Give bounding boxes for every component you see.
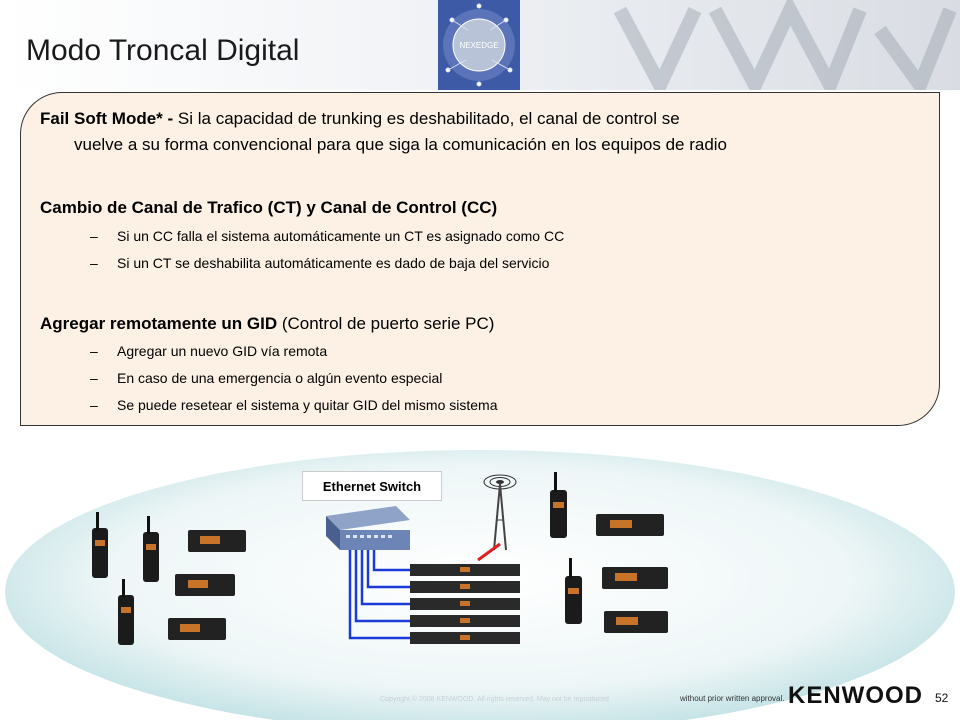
portable-radio-icon (550, 472, 567, 538)
bullet-item: – Agregar un nuevo GID vía remota (90, 341, 327, 361)
fail-soft-heading: Fail Soft Mode* - (40, 109, 174, 128)
footer-copyright: Copyright © 2008 KENWOOD. All rights res… (380, 696, 609, 703)
fail-soft-text-1: Si la capacidad de trunking es deshabili… (173, 109, 680, 128)
network-cables (348, 550, 412, 640)
portable-radio-icon (565, 558, 582, 624)
bullet-dash: – (90, 370, 98, 386)
antenna-icon (477, 474, 517, 562)
mobile-radio-icon (188, 530, 246, 552)
ethernet-switch-label: Ethernet Switch (302, 471, 442, 501)
bullet-item: – En caso de una emergencia o algún event… (90, 368, 442, 388)
repeater-stack (410, 564, 520, 644)
bullet-text: Si un CC falla el sistema automáticament… (117, 228, 565, 244)
network-diagram (5, 450, 955, 720)
mobile-radio-icon (175, 574, 235, 596)
mobile-radio-icon (596, 514, 664, 536)
remote-gid-heading-suffix: (Control de puerto serie PC) (277, 314, 495, 333)
mobile-radio-icon (168, 618, 226, 640)
page-number: 52 (935, 691, 949, 705)
content-panel (20, 92, 940, 426)
footer-approval: without prior written approval. (680, 694, 785, 703)
mobile-radio-icon (604, 611, 668, 633)
ethernet-switch-icon (326, 506, 410, 550)
bullet-item: – Si un CT se deshabilita automáticamente… (90, 253, 549, 273)
bullet-dash: – (90, 255, 98, 271)
page-title: Modo Troncal Digital (26, 34, 300, 67)
bullet-dash: – (90, 397, 98, 413)
bullet-dash: – (90, 343, 98, 359)
logo-text: NEXEDGE (459, 41, 498, 50)
header-decoration (613, 0, 957, 90)
section-channel-change: Cambio de Canal de Trafico (CT) y Canal … (40, 195, 497, 221)
section-remote-gid: Agregar remotamente un GID (Control de p… (40, 311, 494, 337)
remote-gid-heading: Agregar remotamente un GID (40, 314, 278, 333)
channel-change-heading: Cambio de Canal de Trafico (CT) y Canal … (40, 198, 498, 217)
portable-radio-icon (143, 516, 159, 582)
bullet-item: – Se puede resetear el sistema y quitar G… (90, 395, 498, 415)
kenwood-logo: KENWOOD (788, 682, 923, 709)
fail-soft-text-2: vuelve a su forma convencional para que … (74, 135, 728, 154)
bullet-text: Se puede resetear el sistema y quitar GI… (117, 397, 498, 413)
bullet-text: Agregar un nuevo GID vía remota (117, 343, 328, 359)
bullet-item: – Si un CC falla el sistema automáticamen… (90, 226, 564, 246)
bullet-text: Si un CT se deshabilita automáticamente … (117, 255, 550, 271)
bullet-text: En caso de una emergencia o algún evento… (117, 370, 443, 386)
mobile-radio-icon (602, 567, 668, 589)
section-fail-soft: Fail Soft Mode* - Si la capacidad de tru… (40, 106, 920, 158)
bullet-dash: – (90, 228, 98, 244)
portable-radio-icon (118, 579, 134, 645)
portable-radio-icon (92, 512, 108, 578)
nexedge-logo: NEXEDGE (438, 0, 520, 90)
